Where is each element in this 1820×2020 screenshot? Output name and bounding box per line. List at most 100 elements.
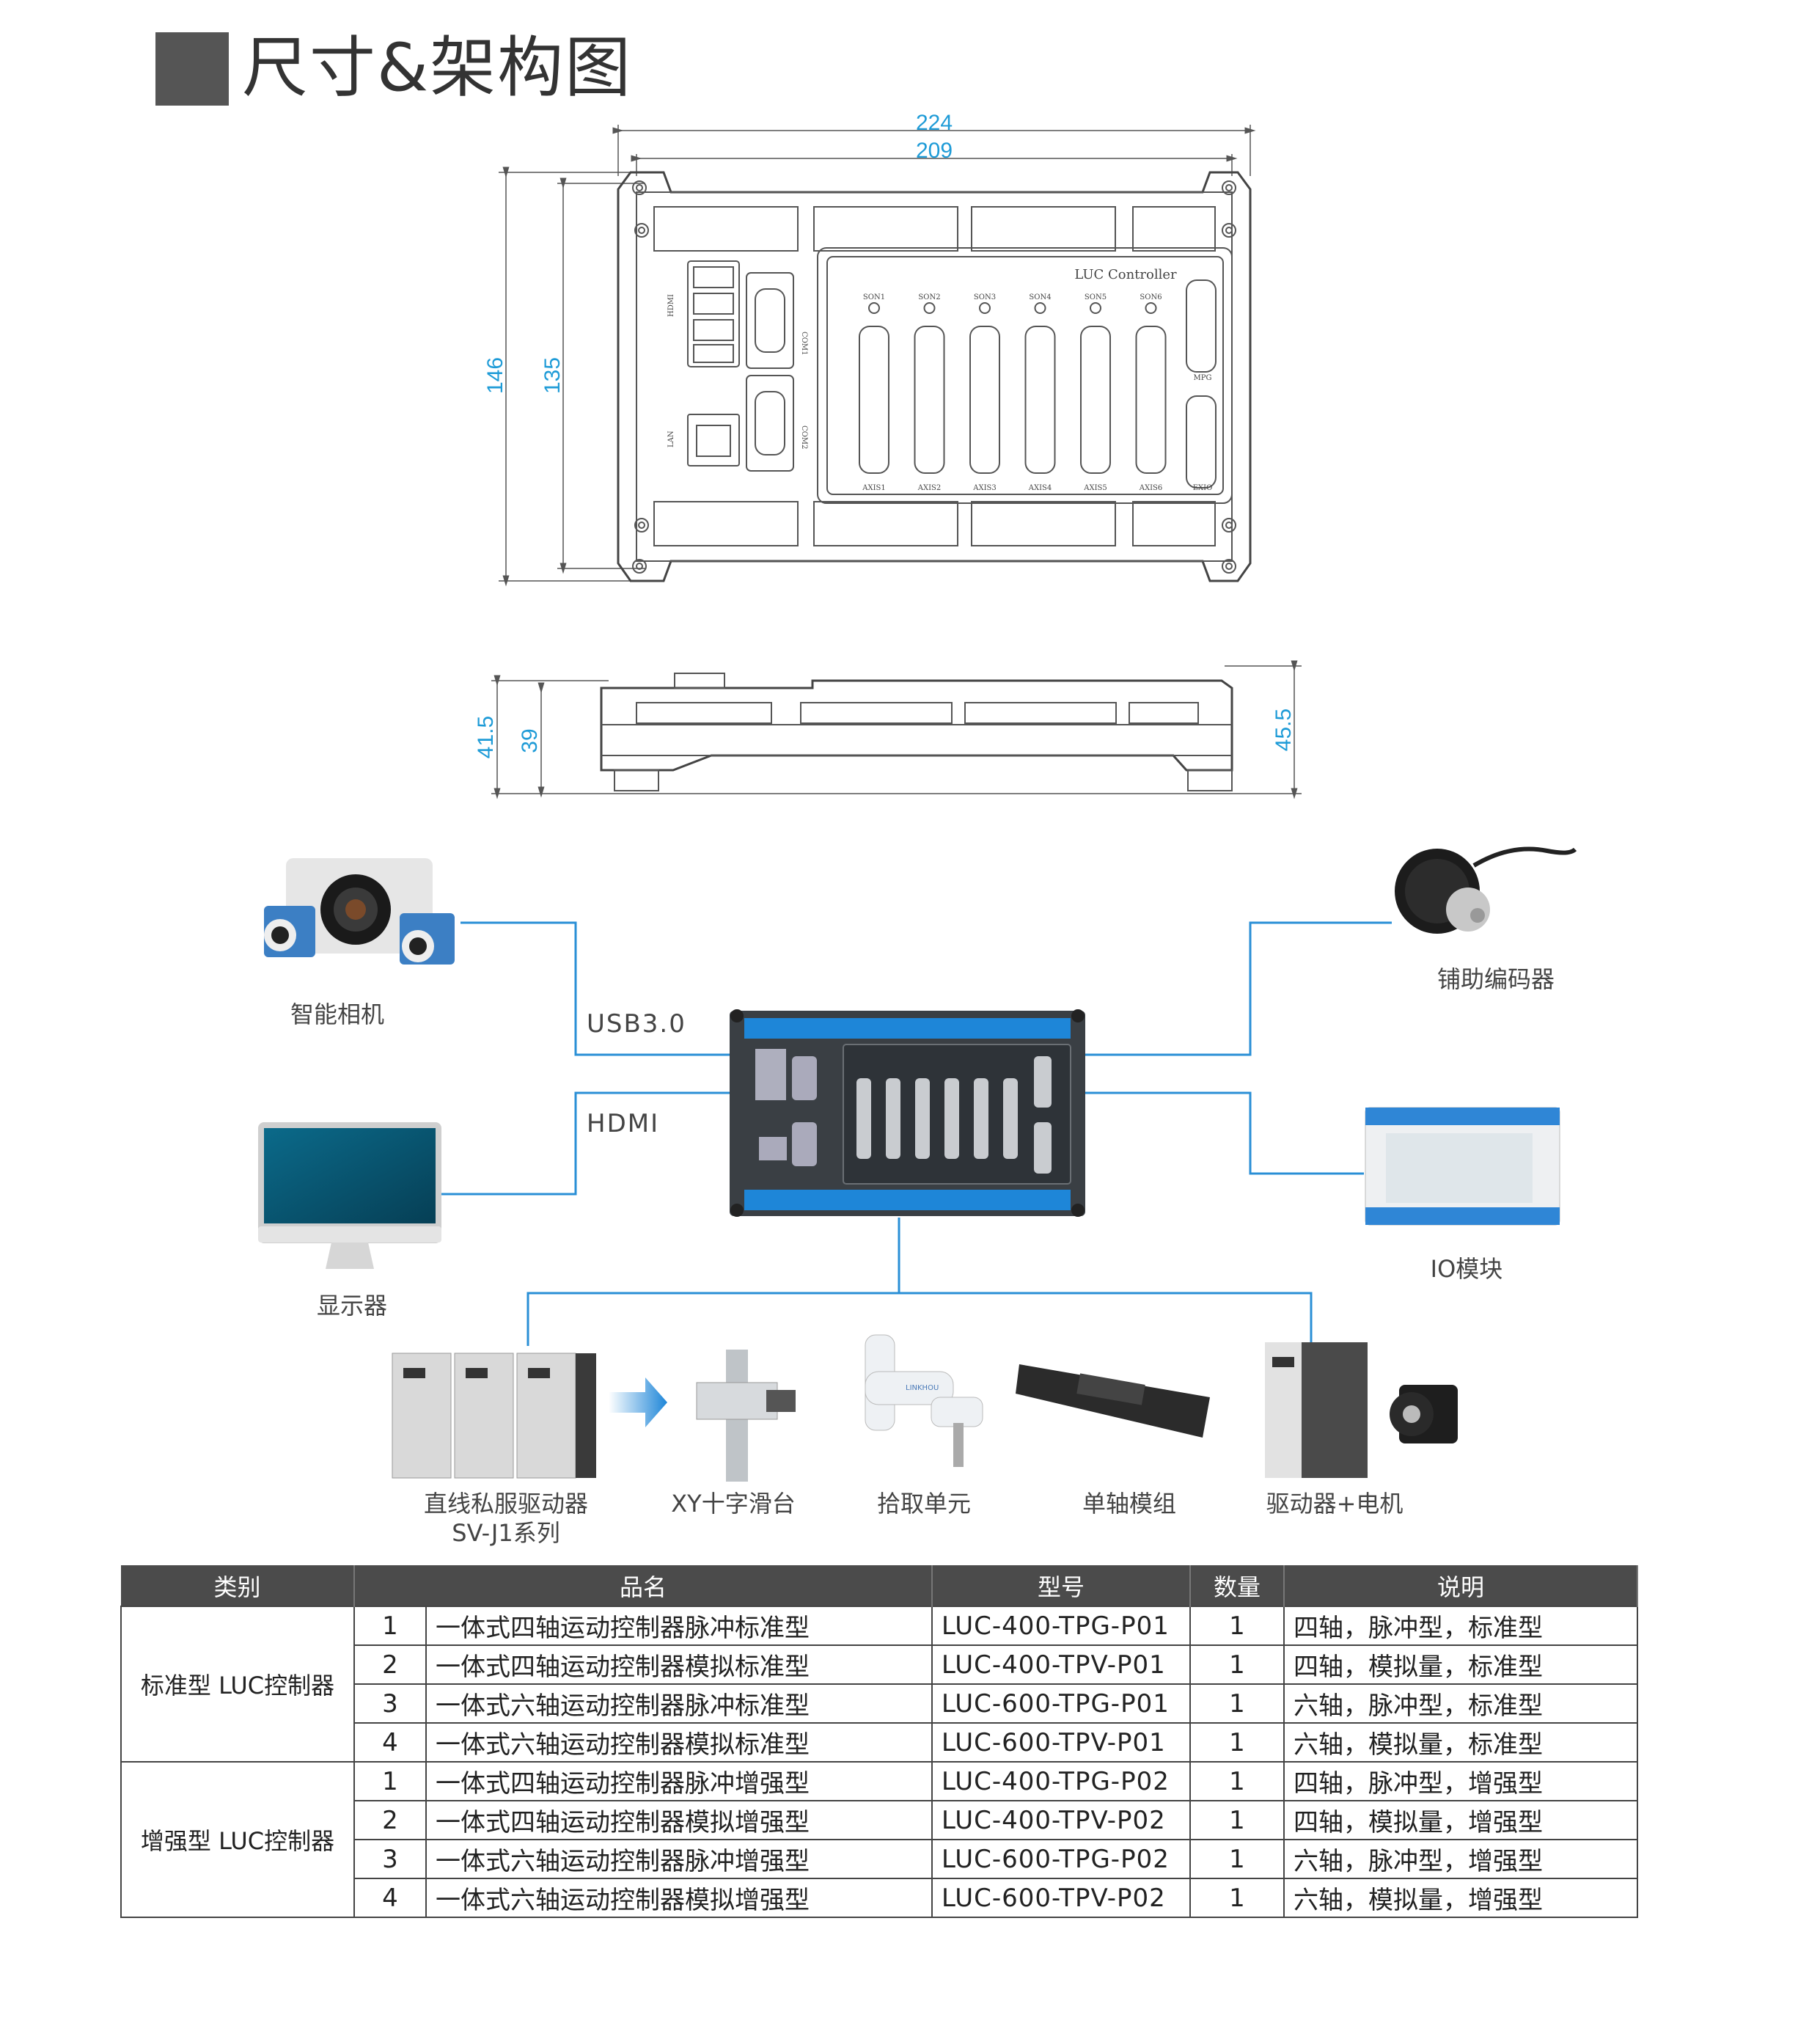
dim-45-5: 45.5 bbox=[1272, 709, 1296, 751]
hdmi-link-label: HDMI bbox=[587, 1109, 660, 1138]
axis-connector bbox=[914, 326, 945, 474]
product-name-cell: 一体式六轴运动控制器模拟增强型 bbox=[425, 1878, 933, 1918]
axis-label: AXIS2 bbox=[917, 484, 942, 492]
mpg-tag: MPG bbox=[1194, 374, 1212, 382]
dim-224: 224 bbox=[916, 111, 953, 135]
quantity-cell: 1 bbox=[1189, 1683, 1285, 1724]
axis-connector bbox=[1080, 326, 1111, 474]
row-number-cell: 2 bbox=[353, 1644, 427, 1685]
dim-135: 135 bbox=[540, 357, 565, 394]
controller-axis-port bbox=[856, 1078, 871, 1159]
header-model: 型号 bbox=[932, 1565, 1191, 1606]
model-cell: LUC-600-TPV-P02 bbox=[931, 1878, 1191, 1918]
quantity-cell: 1 bbox=[1189, 1644, 1285, 1685]
controller-axis-port bbox=[944, 1078, 959, 1159]
son-label: SON5 bbox=[1085, 293, 1107, 301]
model-cell: LUC-600-TPG-P02 bbox=[931, 1839, 1191, 1879]
encoder-image bbox=[1395, 846, 1577, 934]
son-label: SON1 bbox=[863, 293, 885, 301]
son-led-icon bbox=[1090, 302, 1101, 314]
category-cell: 标准型 LUC控制器 bbox=[120, 1606, 355, 1763]
son-led-icon bbox=[923, 302, 936, 314]
flow-arrow-icon bbox=[609, 1377, 667, 1427]
row-number-cell: 1 bbox=[353, 1761, 427, 1801]
description-cell: 六轴，脉冲型，增强型 bbox=[1283, 1839, 1638, 1879]
controller-axis-port bbox=[886, 1078, 900, 1159]
monitor-label: 显示器 bbox=[316, 1292, 387, 1320]
row-number-cell: 4 bbox=[353, 1878, 427, 1918]
row-number-cell: 4 bbox=[353, 1722, 427, 1763]
axis-label: AXIS3 bbox=[972, 484, 997, 492]
son-label: SON6 bbox=[1140, 293, 1162, 301]
controller-image bbox=[730, 1009, 1085, 1217]
model-cell: LUC-400-TPV-P01 bbox=[931, 1644, 1191, 1685]
axis-connector bbox=[859, 326, 889, 474]
device-label-driver-motor: 驱动器+电机 bbox=[1266, 1490, 1403, 1518]
encoder-label: 铺助编码器 bbox=[1436, 965, 1555, 993]
dim-146: 146 bbox=[483, 357, 507, 394]
son-label: SON3 bbox=[974, 293, 996, 301]
quantity-cell: 1 bbox=[1189, 1722, 1285, 1763]
quantity-cell: 1 bbox=[1189, 1800, 1285, 1840]
axis-label: AXIS1 bbox=[862, 484, 886, 492]
model-cell: LUC-400-TPG-P01 bbox=[931, 1606, 1191, 1646]
dim-41-5: 41.5 bbox=[474, 716, 498, 758]
device-label-pick: 拾取单元 bbox=[876, 1490, 971, 1518]
model-cell: LUC-600-TPV-P01 bbox=[931, 1722, 1191, 1763]
header-desc: 说明 bbox=[1284, 1565, 1638, 1606]
linear-module-image bbox=[1016, 1364, 1210, 1438]
row-number-cell: 1 bbox=[353, 1606, 427, 1646]
title-block-icon bbox=[155, 32, 229, 106]
son-led-icon bbox=[1034, 302, 1046, 314]
model-cell: LUC-600-TPG-P01 bbox=[931, 1683, 1191, 1724]
hdmi-tag: HDMI bbox=[667, 294, 675, 317]
controller-axis-port bbox=[915, 1078, 930, 1159]
description-cell: 六轴，模拟量，标准型 bbox=[1283, 1722, 1638, 1763]
servo-drivers-image bbox=[392, 1353, 596, 1479]
axis-label: AXIS6 bbox=[1139, 484, 1163, 492]
product-name-cell: 一体式四轴运动控制器脉冲增强型 bbox=[425, 1761, 933, 1801]
model-cell: LUC-400-TPV-P02 bbox=[931, 1800, 1191, 1840]
camera-label: 智能相机 bbox=[290, 1000, 384, 1028]
model-cell: LUC-400-TPG-P02 bbox=[931, 1761, 1191, 1801]
description-cell: 六轴，脉冲型，标准型 bbox=[1283, 1683, 1638, 1724]
controller-aux-port bbox=[1034, 1122, 1052, 1174]
axis-label: AXIS4 bbox=[1028, 484, 1052, 492]
quantity-cell: 1 bbox=[1189, 1839, 1285, 1879]
dim-39: 39 bbox=[518, 728, 542, 753]
description-cell: 六轴，模拟量，增强型 bbox=[1283, 1878, 1638, 1918]
description-cell: 四轴，脉冲型，标准型 bbox=[1283, 1606, 1638, 1646]
row-number-cell: 2 bbox=[353, 1800, 427, 1840]
com2-tag: COM2 bbox=[800, 425, 808, 449]
product-name-cell: 一体式六轴运动控制器脉冲增强型 bbox=[425, 1839, 933, 1879]
side-view-drawing: 41.5 39 45.5 bbox=[474, 660, 1302, 799]
technical-drawing: 224 209 146 135 bbox=[258, 111, 1577, 1482]
son-label: SON2 bbox=[918, 293, 940, 301]
table-header-row: 类别 品名 型号 数量 说明 bbox=[121, 1565, 1638, 1606]
robot-brand: LINKHOU bbox=[906, 1384, 939, 1392]
page-title: 尺寸&架构图 bbox=[242, 29, 633, 106]
device-sublabel-servo: SV-J1系列 bbox=[452, 1519, 560, 1547]
son-label: SON4 bbox=[1029, 293, 1051, 301]
controller-aux-port bbox=[1034, 1056, 1052, 1108]
product-name-cell: 一体式四轴运动控制器脉冲标准型 bbox=[425, 1606, 933, 1646]
xy-slide-image bbox=[696, 1350, 796, 1482]
quantity-cell: 1 bbox=[1189, 1606, 1285, 1646]
product-name-cell: 一体式四轴运动控制器模拟增强型 bbox=[425, 1800, 933, 1840]
usb-link-label: USB3.0 bbox=[587, 1009, 686, 1039]
header-name: 品名 bbox=[354, 1565, 933, 1606]
row-number-cell: 3 bbox=[353, 1839, 427, 1879]
axis-label: AXIS5 bbox=[1083, 484, 1107, 492]
axis-connector bbox=[969, 326, 1000, 474]
description-cell: 四轴，模拟量，增强型 bbox=[1283, 1800, 1638, 1840]
device-label-linear: 单轴模组 bbox=[1082, 1490, 1176, 1518]
panel-title: LUC Controller bbox=[1074, 267, 1177, 282]
